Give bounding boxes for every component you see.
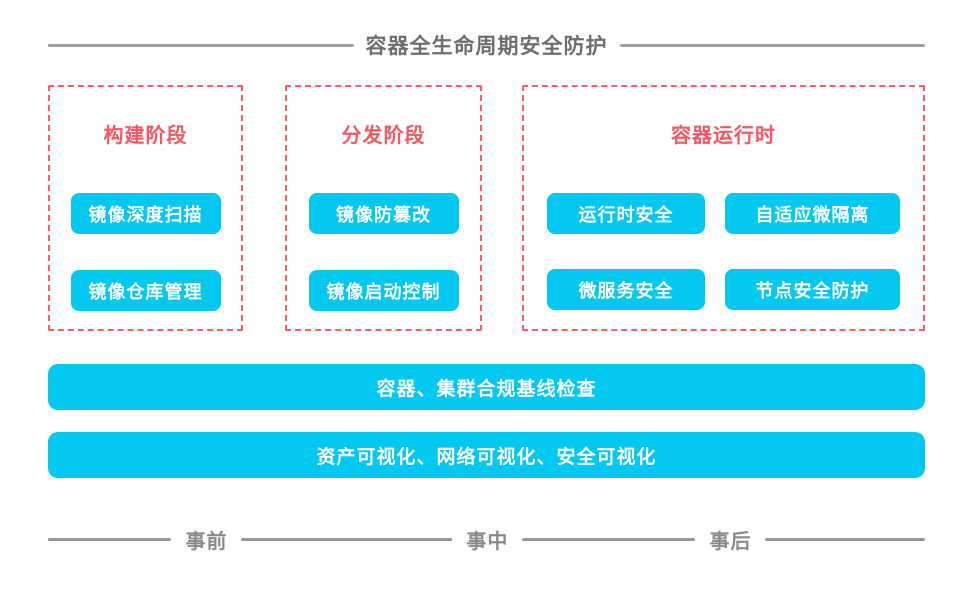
axis-line-segment (48, 537, 172, 541)
phase-box-distribution: 分发阶段 镜像防篡改 镜像启动控制 (285, 85, 482, 331)
capability-pill: 微服务安全 (547, 269, 705, 310)
diagram-header: 容器全生命周期安全防护 (48, 31, 925, 59)
timeline-label-during: 事中 (466, 530, 509, 553)
phase-title-build: 构建阶段 (103, 125, 188, 147)
timeline-label-after: 事后 (709, 530, 752, 553)
capability-pill: 镜像防篡改 (308, 193, 459, 234)
title-divider-left (48, 43, 354, 47)
capability-pill: 节点安全防护 (725, 269, 900, 310)
axis-line-segment (765, 537, 926, 541)
axis-line-segment (522, 537, 696, 541)
capability-pill: 自适应微隔离 (725, 193, 900, 234)
phase-build-items: 镜像深度扫描 镜像仓库管理 (70, 193, 221, 311)
axis-line-segment (241, 537, 453, 541)
phase-title-runtime: 容器运行时 (671, 125, 776, 147)
timeline-label-before: 事前 (185, 530, 228, 553)
phase-box-runtime: 容器运行时 运行时安全 自适应微隔离 微服务安全 节点安全防护 (522, 85, 925, 331)
capability-pill: 镜像仓库管理 (70, 270, 221, 311)
phase-title-distribution: 分发阶段 (341, 125, 426, 147)
title-divider-right (619, 43, 925, 47)
visibility-bar: 资产可视化、网络可视化、安全可视化 (48, 432, 925, 478)
phase-runtime-items: 运行时安全 自适应微隔离 微服务安全 节点安全防护 (547, 193, 900, 310)
phase-boxes-row: 构建阶段 镜像深度扫描 镜像仓库管理 分发阶段 镜像防篡改 镜像启动控制 容器运… (48, 85, 925, 331)
timeline-axis: 事前 事中 事后 (48, 525, 926, 553)
capability-pill: 镜像深度扫描 (70, 193, 221, 234)
capability-pill: 镜像启动控制 (308, 270, 459, 311)
diagram-title: 容器全生命周期安全防护 (365, 35, 608, 58)
capability-pill: 运行时安全 (547, 193, 705, 234)
phase-box-build: 构建阶段 镜像深度扫描 镜像仓库管理 (48, 85, 243, 331)
baseline-check-bar: 容器、集群合规基线检查 (48, 364, 925, 410)
phase-distribution-items: 镜像防篡改 镜像启动控制 (308, 193, 459, 311)
